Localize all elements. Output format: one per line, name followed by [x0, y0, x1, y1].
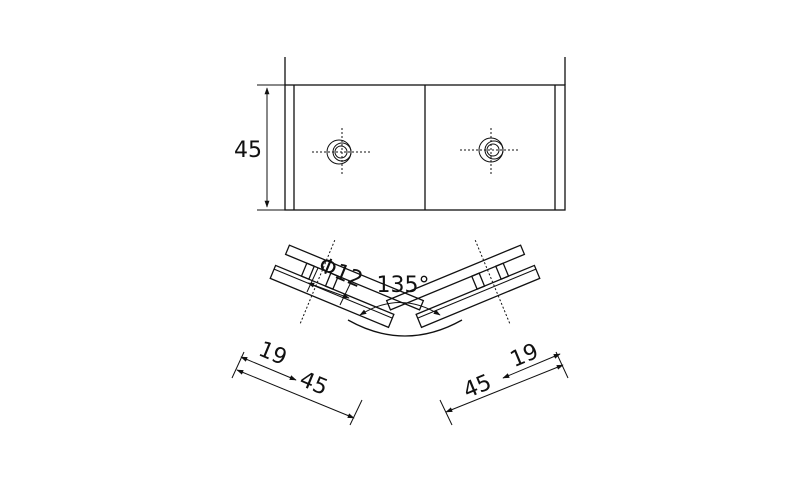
height-dimension: 45: [234, 84, 285, 211]
front-right-hole: [460, 128, 520, 175]
right-arm: [385, 239, 541, 329]
right-offset-label: 19: [507, 339, 542, 373]
front-view: 45: [234, 57, 566, 211]
right-offset-dimension: 19: [502, 339, 561, 379]
right-width-dimension: 45: [439, 351, 569, 426]
right-front-plate: [415, 264, 541, 329]
right-width-label: 45: [460, 370, 495, 404]
left-offset-label: 19: [255, 337, 290, 371]
apex-joint: [347, 319, 463, 337]
left-width-dimension: 45: [231, 351, 363, 426]
height-label: 45: [234, 138, 262, 163]
left-offset-dimension: 19: [240, 337, 297, 381]
left-back-plate: [284, 244, 425, 311]
hole-diameter-label: Φ12: [315, 253, 366, 293]
angle-dimension: 135°: [359, 273, 441, 316]
top-view: 135° Φ12 19 45 45 19: [231, 239, 569, 426]
front-left-hole: [312, 128, 372, 175]
angle-label: 135°: [377, 273, 430, 298]
right-back-plate: [385, 244, 526, 311]
